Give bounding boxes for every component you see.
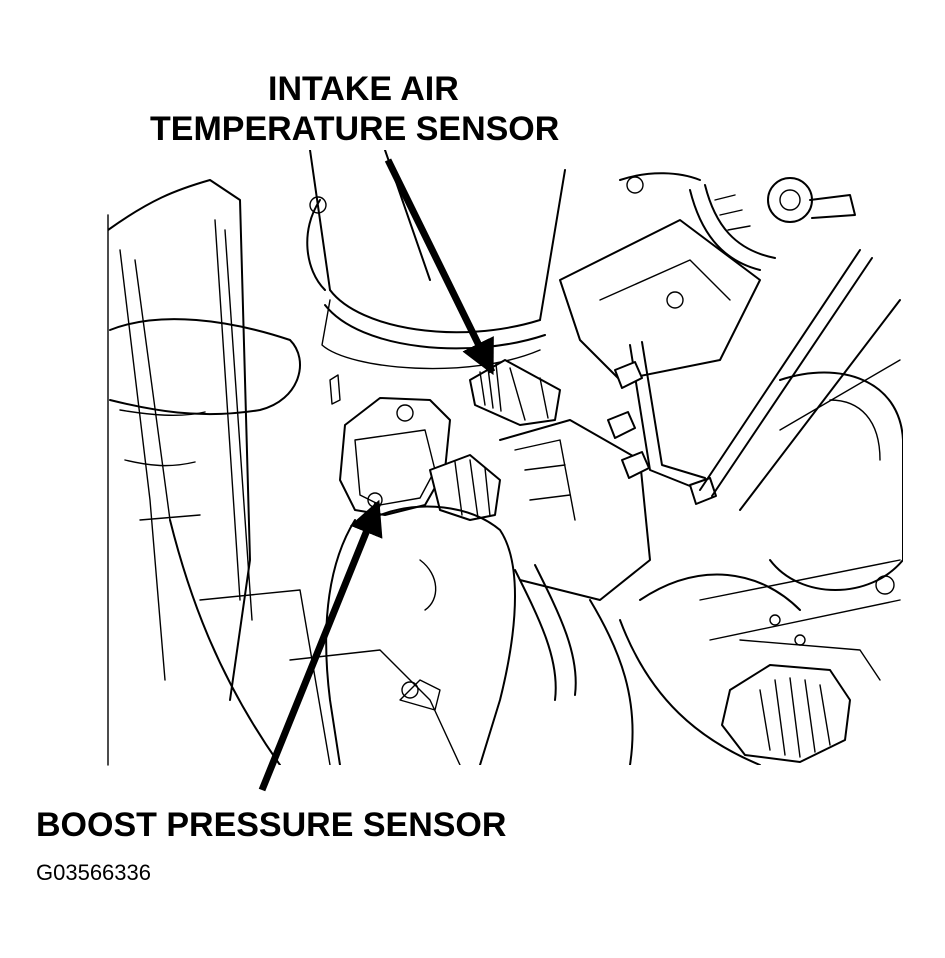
boost-pressure-arrow	[258, 499, 383, 792]
intake-air-temperature-label-line1: INTAKE AIR	[268, 70, 459, 108]
intake-air-temperature-label-line2: TEMPERATURE SENSOR	[150, 110, 560, 148]
engine-linework	[108, 150, 903, 765]
figure-code: G03566336	[36, 860, 151, 885]
intake-air-temperature-arrow	[384, 158, 496, 376]
boost-pressure-sensor-label: BOOST PRESSURE SENSOR	[36, 806, 507, 844]
